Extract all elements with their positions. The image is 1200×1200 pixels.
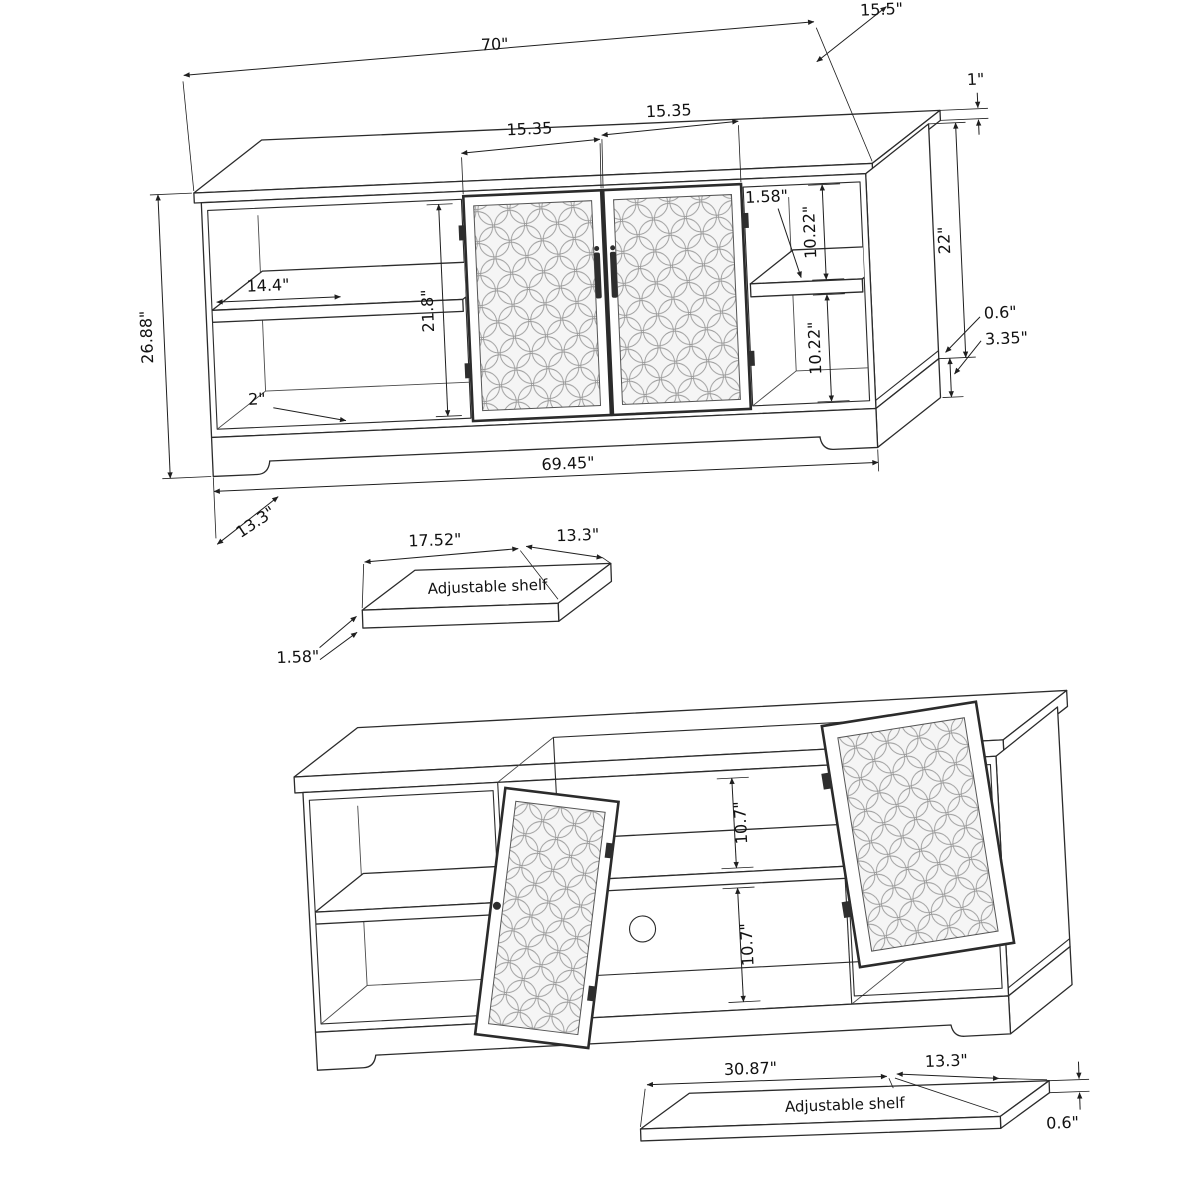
dim-line-13-3 [896,1071,1000,1081]
dim-line-70 [183,19,815,78]
right-door-fretwork [837,717,999,952]
dim-line-door-right [601,119,739,138]
base-front [314,995,1012,1071]
dim-line-17-52 [364,546,519,565]
leader-line-1-58 [319,615,357,649]
dim-line-0-6 [1077,1092,1083,1110]
dim-10-22-upper: 10.22" [799,205,820,259]
shelf-front-face [361,602,560,629]
dim-line-10-7-lower [735,887,746,1003]
dim-17-52: 17.52" [408,530,462,551]
dim-line-10-22-lower [824,294,834,402]
dim-69-45: 69.45" [541,453,595,474]
dim-26-88: 26.88" [136,310,157,364]
dim-1: 1" [966,69,984,89]
dim-line-69-45 [213,460,879,494]
leader-line-1-58 [777,208,802,278]
dim-10-7-upper: 10.7" [730,801,751,845]
door-handle-knob [492,901,501,910]
dim-30-87: 30.87" [724,1058,778,1079]
leader-line-1-58 [319,631,358,661]
dim-line-3-35 [947,357,954,398]
dim-line-14-4 [216,294,341,305]
door-handle-knob [610,245,616,251]
dim-14-4: 14.4" [246,275,290,296]
dim-70: 70" [480,34,509,54]
left-compartment-interior [314,805,505,1024]
right-compartment-opening [742,181,871,407]
door-handle [593,252,602,299]
dim-line-13-3 [525,544,603,560]
open-view: 10.7" 10.7" [293,689,1073,1071]
hinge-icon [821,772,833,790]
dim-13-3-base: 13.3" [232,502,278,542]
dim-line-0-6 [1076,1061,1082,1079]
dim-line-1 [974,92,981,109]
left-door-fretwork [473,200,601,411]
dim-line-21-8 [436,204,451,417]
door-handle-knob [594,245,600,251]
hinge-icon [741,212,749,229]
hinge-icon [587,985,597,1002]
dim-3-35: 3.35" [985,328,1029,349]
dim-1-58: 1.58" [745,186,789,207]
right-door-inner-frame [837,717,999,952]
dim-15-5: 15.5" [860,0,904,20]
dim-10-7-lower: 10.7" [736,923,757,967]
shelf-front-face [639,1115,1002,1142]
dim-line-1 [976,119,982,135]
dim-line-13-3 [216,496,279,545]
leader-line-2 [273,407,347,423]
extension-lines [640,1077,1090,1128]
dim-door-right: 15.35 [645,100,692,121]
left-door-fretwork [488,801,606,1035]
left-door-inner-frame [473,200,602,412]
leader-line-3-35 [954,340,982,375]
large-shelf-view: 30.87" 13.3" 0.6" Adjustable shelf [639,1051,1090,1142]
dim-line-22 [953,122,969,358]
closed-view: 70" 15.5" 1" 15.35 15.35 10.22" 1.58" 22… [136,0,1029,545]
dim-line-10-7-upper [729,777,739,869]
leader-line-0-6 [945,316,981,353]
dim-0-6: 0.6" [1046,1113,1079,1133]
dim-line-26-88 [155,194,173,479]
hinge-icon [747,350,755,367]
right-door-inner-frame [613,194,741,406]
dim-line-15-5 [816,6,887,63]
dim-0-6: 0.6" [983,302,1017,322]
dim-line-30-87 [646,1073,888,1088]
right-door-open [820,700,1016,969]
dim-line-door-left [461,137,601,156]
dim-door-left: 15.35 [506,118,553,139]
dim-line-10-22-upper [819,184,829,280]
hinge-icon [464,363,473,379]
right-door [601,182,755,417]
dim-2: 2" [248,389,266,409]
hinge-icon [841,900,854,919]
dim-13-3: 13.3" [925,1051,969,1071]
bottom-panel-side-edge [875,350,939,401]
shelf-label: Adjustable shelf [427,576,548,598]
left-door-inner-frame [487,800,606,1036]
cable-hole [628,915,657,943]
left-door [458,188,613,423]
left-shelf-front [211,298,464,323]
right-shelf-front [749,278,864,298]
small-shelf-view: 17.52" 13.3" 1.58" Adjustable shelf [276,525,613,667]
bottom-panel-side-edge [1007,938,1070,989]
shelf-label: Adjustable shelf [785,1094,906,1116]
dim-21-8: 21.8" [417,289,438,333]
door-handle [609,251,618,298]
dim-13-3: 13.3" [556,525,600,545]
left-door-open [473,786,620,1050]
right-door-fretwork [613,194,741,405]
dim-10-22-lower: 10.22" [804,321,825,375]
dim-22: 22" [934,226,954,255]
hinge-icon [604,842,615,859]
dim-1-58: 1.58" [276,647,320,667]
hinge-icon [458,225,467,241]
